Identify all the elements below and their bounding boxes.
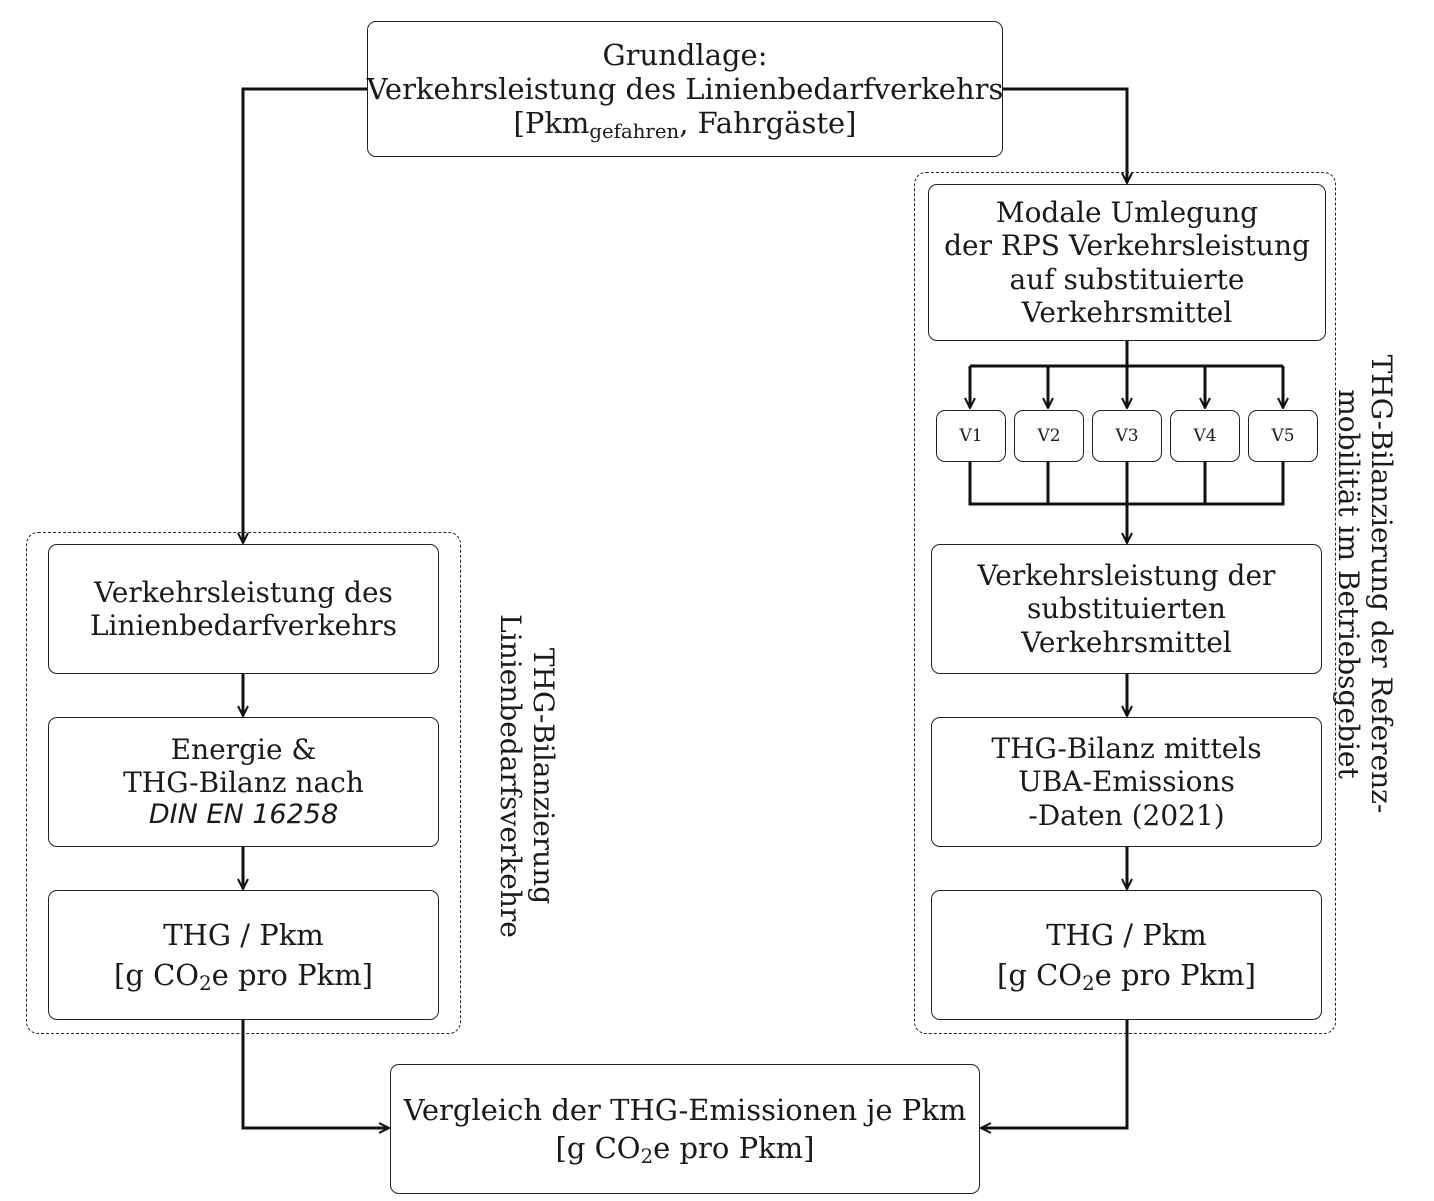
left-box-energie: Energie & THG-Bilanz nach DIN EN 16258: [48, 717, 439, 847]
right-box4-line1: THG / Pkm: [1046, 917, 1207, 952]
top-line1: Grundlage:: [602, 37, 768, 72]
left-box-thg-pkm: THG / Pkm [g CO2e pro Pkm]: [48, 890, 439, 1020]
variant-v2: V2: [1014, 410, 1084, 462]
right-box-modale-umlegung: Modale Umlegung der RPS Verkehrsleistung…: [928, 184, 1326, 341]
right-box2-line2: substituierten: [1027, 592, 1226, 626]
right-box4-line2: [g CO2e pro Pkm]: [997, 958, 1256, 995]
right-box2-line1: Verkehrsleistung der: [977, 559, 1276, 593]
right-box-thg-bilanz-uba: THG-Bilanz mittels UBA-Emissions -Daten …: [931, 717, 1322, 847]
left-box1-line1: Verkehrsleistung des: [94, 575, 393, 609]
arrow-right-to-bottom: [981, 1020, 1129, 1128]
left-box1-line2: Linienbedarfverkehrs: [89, 609, 398, 642]
right-group-frame: [914, 172, 1336, 1034]
right-box3-line3: -Daten (2021): [1028, 798, 1225, 832]
top-line2: Verkehrsleistung des Linienbedarfverkehr…: [366, 71, 1004, 106]
left-group-frame: [26, 532, 461, 1034]
left-box2-line2: THG-Bilanz nach: [123, 766, 364, 800]
left-box2-line1: Energie &: [170, 733, 317, 767]
arrow-left-to-bottom: [241, 1020, 389, 1128]
left-box3-line1: THG / Pkm: [163, 917, 324, 952]
variant-v4: V4: [1170, 410, 1240, 462]
left-box3-line2: [g CO2e pro Pkm]: [114, 958, 373, 995]
right-box-thg-pkm: THG / Pkm [g CO2e pro Pkm]: [931, 890, 1322, 1020]
variant-v5: V5: [1248, 410, 1318, 462]
right-box3-line2: UBA-Emissions: [1018, 765, 1235, 799]
left-box2-line3: DIN EN 16258: [148, 799, 339, 831]
right-box1-line2: der RPS Verkehrsleistung: [944, 229, 1310, 263]
right-box1-line4: Verkehrsmittel: [1021, 295, 1233, 329]
right-box3-line1: THG-Bilanz mittels: [991, 732, 1262, 766]
right-box1-line1: Modale Umlegung: [995, 196, 1259, 230]
bottom-box-vergleich: Vergleich der THG-Emissionen je Pkm [g C…: [390, 1064, 980, 1194]
arrow-top-to-right: [1003, 87, 1127, 183]
left-box-verkehrsleistung: Verkehrsleistung des Linienbedarfverkehr…: [48, 544, 439, 674]
right-box-verkehrsleistung: Verkehrsleistung der substituierten Verk…: [931, 544, 1322, 674]
right-box1-line3: auf substituierte: [1009, 262, 1245, 296]
arrow-top-to-left: [243, 87, 367, 543]
variant-v1: V1: [936, 410, 1006, 462]
left-group-label: THG-Bilanzierung Linienbedarfsverkehre: [493, 614, 560, 938]
right-group-label: THG-Bilanzierung der Referenz- mobilität…: [1331, 354, 1398, 814]
top-box-grundlage: Grundlage: Verkehrsleistung des Linienbe…: [367, 21, 1003, 157]
top-line3: [Pkmgefahren, Fahrgäste]: [513, 106, 857, 144]
variant-v3: V3: [1092, 410, 1162, 462]
bottom-line2: [g CO2e pro Pkm]: [555, 1131, 815, 1168]
right-box2-line3: Verkehrsmittel: [1021, 625, 1232, 659]
bottom-line1: Vergleich der THG-Emissionen je Pkm: [403, 1092, 967, 1127]
